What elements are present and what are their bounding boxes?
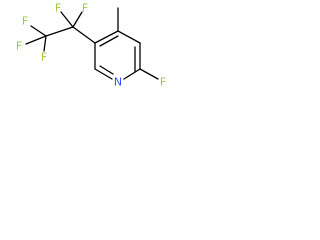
bond-ring-n-c6 bbox=[94, 68, 113, 80]
atom-label-f-top-left: F bbox=[55, 2, 61, 15]
atom-label-f-top-right: F bbox=[82, 2, 88, 15]
atom-label-f-upper-left: F bbox=[22, 15, 28, 28]
bond-cf3-f-lower bbox=[43, 35, 47, 52]
bond-ring-c2-n bbox=[123, 68, 141, 80]
atom-label-f-left: F bbox=[16, 40, 22, 53]
bonds bbox=[25, 7, 159, 80]
bond-cf2-cf3 bbox=[45, 26, 74, 37]
molecule-structure: F F F F F N F bbox=[16, 2, 166, 89]
bond-ring-c4-c3 bbox=[117, 30, 141, 44]
bond-ring-f bbox=[139, 68, 159, 80]
atom-label-f-lower: F bbox=[41, 51, 47, 64]
atom-label-f-ring: F bbox=[160, 76, 166, 89]
bond-cf3-f-left bbox=[25, 35, 47, 45]
bond-ring-c5-c4-inner bbox=[99, 35, 119, 47]
bond-cf2-ring bbox=[72, 26, 96, 44]
bond-cf2-f-top-left bbox=[60, 11, 74, 28]
atom-label-n-ring: N bbox=[114, 76, 122, 89]
atom-labels: F F F F F N F bbox=[16, 2, 166, 89]
bond-cf2-f-top-right bbox=[72, 11, 83, 28]
bond-ring-c6-n-inner bbox=[99, 65, 114, 75]
bond-ring-c5-c4 bbox=[94, 30, 119, 44]
bond-cf3-f-upper bbox=[30, 25, 47, 37]
